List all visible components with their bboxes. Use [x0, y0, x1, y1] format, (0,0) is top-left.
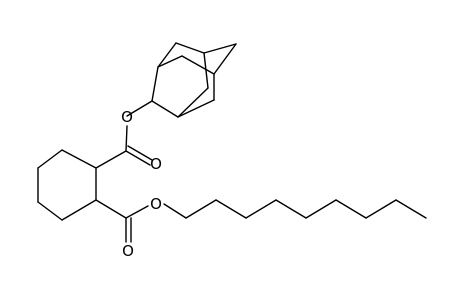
bond	[181, 55, 215, 75]
bond	[37, 149, 63, 169]
nonyl-chain	[185, 199, 427, 219]
bond	[125, 205, 149, 219]
atom-label: O	[122, 242, 134, 260]
bond	[126, 100, 153, 117]
bond	[177, 87, 209, 118]
bond	[163, 203, 187, 219]
bond	[95, 199, 127, 219]
bond	[395, 199, 427, 219]
double-bond	[127, 145, 153, 161]
atom-labels: O O O O	[121, 108, 162, 260]
bond	[151, 66, 159, 102]
bond	[305, 199, 337, 219]
ester-oxygen-adamantyl: O	[121, 108, 133, 126]
bond	[95, 150, 127, 169]
bond	[61, 149, 97, 169]
carbonyl-oxygen-lower: O	[122, 242, 134, 260]
double-bond	[125, 150, 151, 166]
bond	[157, 42, 177, 68]
bond	[185, 199, 217, 219]
bond	[203, 43, 237, 54]
adamantane-cage	[151, 42, 237, 118]
bond	[245, 199, 277, 219]
carbonyl-oxygen-upper: O	[150, 155, 162, 173]
upper-ester-group	[95, 100, 153, 169]
lower-ester-group	[95, 199, 187, 243]
bond	[203, 52, 209, 89]
bond	[177, 99, 215, 118]
bond	[365, 199, 397, 219]
bond	[213, 43, 237, 75]
bond	[151, 100, 179, 118]
bond	[125, 125, 128, 152]
atom-label: O	[150, 155, 162, 173]
bond	[335, 199, 367, 219]
bond	[275, 199, 307, 219]
atom-label: O	[121, 108, 133, 126]
atom-label: O	[150, 195, 162, 213]
bond	[157, 55, 183, 68]
cyclohexane-ring	[37, 149, 97, 221]
bond	[175, 42, 205, 54]
bond	[61, 199, 97, 221]
bond	[215, 199, 247, 219]
ester-oxygen-nonyl: O	[150, 195, 162, 213]
bond	[37, 201, 63, 221]
